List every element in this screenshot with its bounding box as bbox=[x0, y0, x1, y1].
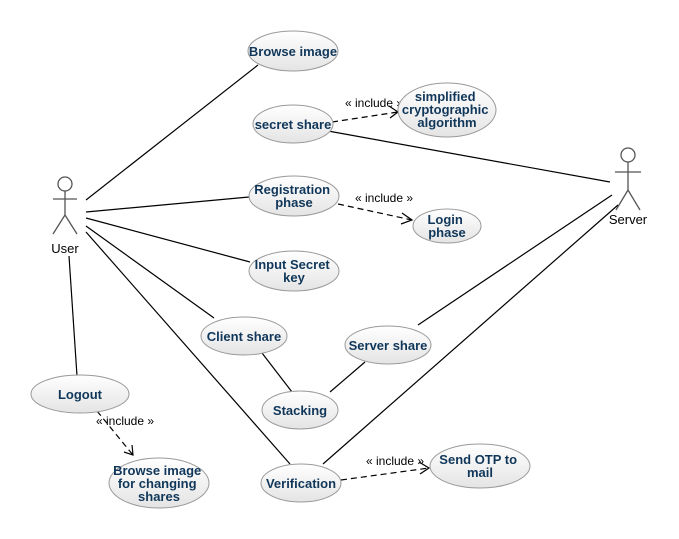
svg-text:Verification: Verification bbox=[266, 476, 336, 491]
svg-text:Login phase: Login phase bbox=[427, 212, 466, 240]
user-actor: User bbox=[51, 176, 79, 256]
include-label: « include » bbox=[366, 454, 424, 468]
use-case-verification: Verification bbox=[260, 463, 342, 503]
user-actor-icon bbox=[57, 176, 73, 192]
use-case-input-secret-key: Input Secret key bbox=[248, 250, 340, 292]
assoc-user-input-secret-key bbox=[85, 217, 251, 263]
assoc-user-logout bbox=[68, 255, 78, 377]
assoc-user-registration bbox=[85, 196, 250, 213]
svg-text:secret share: secret share bbox=[255, 117, 332, 132]
assoc-server-server-share bbox=[417, 194, 613, 326]
assoc-user-verification bbox=[85, 231, 291, 465]
include-verification-send-otp: « include » bbox=[340, 454, 431, 481]
svg-text:Server share: Server share bbox=[349, 338, 428, 353]
svg-text:simplified cryptographic: simplified cryptographic algorithm bbox=[402, 89, 492, 130]
assoc-user-browse-image bbox=[85, 64, 259, 201]
svg-text:Browse image for changin: Browse image for changing shares bbox=[113, 463, 205, 504]
link-server-share-stacking bbox=[329, 361, 366, 393]
include-logout-browse-changing: « include » bbox=[96, 410, 154, 456]
server-actor: Server bbox=[609, 147, 648, 227]
include-label: « include » bbox=[345, 96, 403, 110]
assoc-server-verification bbox=[322, 204, 619, 465]
include-label: « include » bbox=[96, 414, 154, 428]
use-case-secret-share: secret share bbox=[252, 104, 334, 144]
use-case-client-share: Client share bbox=[200, 316, 288, 356]
server-actor-icon bbox=[620, 147, 636, 163]
use-case-browse-image-for-changing-shares: Browse image for changing shares bbox=[108, 457, 210, 509]
svg-text:Client share: Client share bbox=[207, 329, 281, 344]
use-case-stacking: Stacking bbox=[261, 390, 339, 430]
svg-text:Logout: Logout bbox=[58, 387, 103, 402]
include-label: « include » bbox=[355, 191, 413, 205]
include-registration-login: « include » bbox=[337, 191, 413, 225]
include-secret-share-crypto: « include » bbox=[331, 96, 403, 123]
use-case-login-phase: Login phase bbox=[412, 208, 482, 244]
user-actor-label: User bbox=[51, 241, 79, 256]
svg-text:Registration phase: Registration phase bbox=[254, 182, 333, 210]
svg-text:Stacking: Stacking bbox=[273, 403, 327, 418]
svg-text:Input Secret key: Input Secret key bbox=[255, 257, 334, 285]
assoc-user-client-share bbox=[85, 225, 215, 319]
svg-text:Send OTP to mail: Send OTP to mail bbox=[439, 452, 520, 480]
use-case-send-otp-to-mail: Send OTP to mail bbox=[429, 443, 531, 489]
svg-text:Browse image: Browse image bbox=[249, 44, 337, 59]
use-case-registration-phase: Registration phase bbox=[248, 175, 340, 217]
link-client-share-stacking bbox=[261, 352, 293, 393]
use-case-logout: Logout bbox=[30, 374, 130, 414]
use-case-browse-image: Browse image bbox=[247, 30, 339, 72]
use-case-server-share: Server share bbox=[344, 325, 432, 365]
use-case-simplified-cryptographic-algorithm: simplified cryptographic algorithm bbox=[397, 82, 497, 138]
assoc-server-secret-share bbox=[327, 130, 611, 183]
server-actor-label: Server bbox=[609, 212, 648, 227]
